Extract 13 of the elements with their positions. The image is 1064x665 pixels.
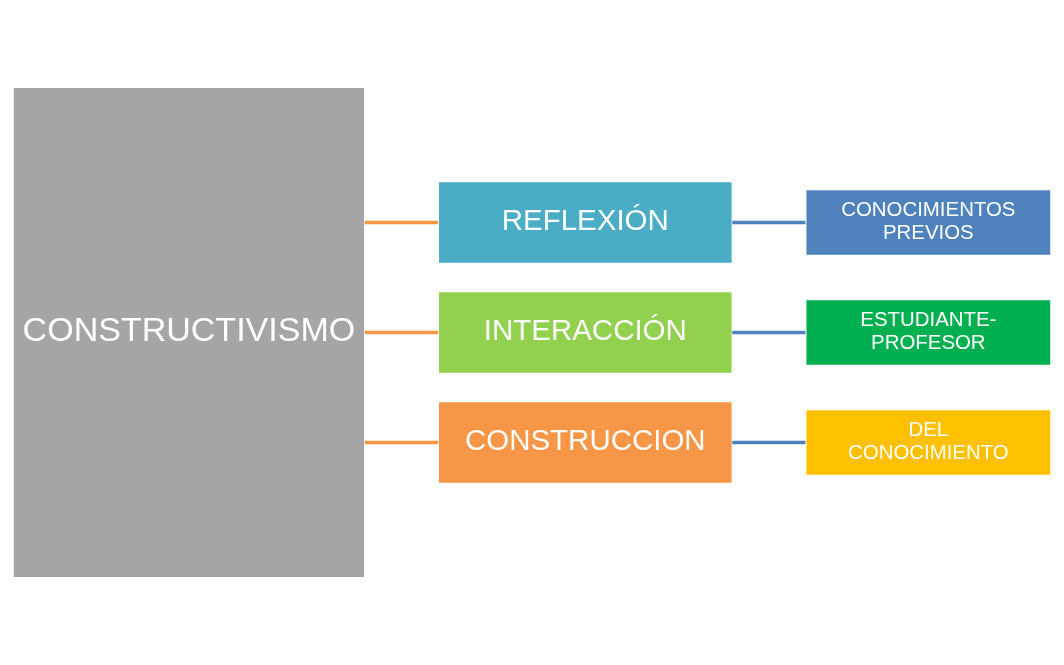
node-box: REFLEXIÓN bbox=[437, 181, 733, 264]
node-box: ESTUDIANTE- PROFESOR bbox=[805, 299, 1052, 366]
node-box: DEL CONOCIMIENTO bbox=[805, 409, 1052, 476]
node-box: CONSTRUCCION bbox=[437, 401, 733, 484]
node-box: INTERACCIÓN bbox=[437, 291, 733, 374]
connector bbox=[364, 220, 439, 225]
connector bbox=[364, 440, 439, 445]
node-box: CONOCIMIENTOS PREVIOS bbox=[805, 189, 1052, 256]
connector bbox=[732, 330, 806, 335]
connector bbox=[732, 220, 806, 225]
connector bbox=[732, 440, 806, 445]
connector bbox=[364, 330, 439, 335]
node-box: CONSTRUCTIVISMO bbox=[12, 86, 366, 579]
